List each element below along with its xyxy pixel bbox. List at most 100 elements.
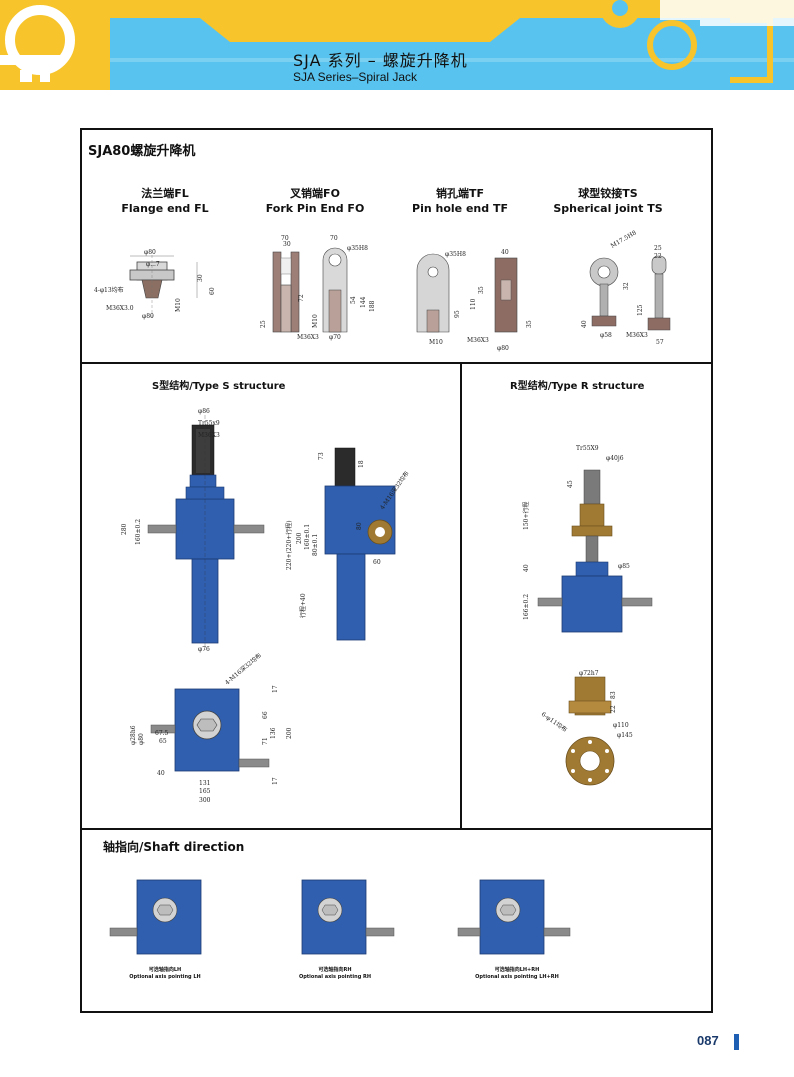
svg-text:φ28h6: φ28h6 (130, 725, 137, 745)
svg-text:22: 22 (654, 253, 662, 260)
svg-text:40: 40 (501, 249, 509, 256)
type-s-title: S型结构/Type S structure (152, 381, 286, 392)
svg-text:30: 30 (283, 241, 291, 248)
page-title-en: SJA Series–Spiral Jack (293, 70, 418, 84)
svg-text:17: 17 (272, 685, 279, 693)
svg-text:165: 165 (199, 788, 211, 795)
svg-text:φ80: φ80 (144, 249, 156, 256)
svg-text:131: 131 (199, 780, 210, 787)
shaft-lhrh-drawing (457, 879, 571, 955)
svg-text:150+行程: 150+行程 (522, 502, 530, 530)
svg-text:φ58: φ58 (600, 332, 612, 339)
svg-text:25: 25 (654, 245, 662, 252)
svg-text:φ40j6: φ40j6 (606, 455, 624, 462)
svg-text:80: 80 (356, 522, 363, 530)
svg-text:72: 72 (298, 294, 305, 302)
svg-text:67.5: 67.5 (155, 730, 169, 737)
svg-text:M36X3: M36X3 (297, 334, 319, 341)
svg-text:71: 71 (262, 737, 269, 745)
svg-text:54: 54 (350, 296, 357, 304)
svg-text:φ35H8: φ35H8 (445, 251, 466, 258)
svg-text:200: 200 (286, 727, 293, 739)
header-banner: SJA 系列 – 螺旋升降机 SJA Series–Spiral Jack (0, 0, 794, 100)
svg-text:110: 110 (470, 298, 477, 310)
svg-text:M10: M10 (175, 298, 182, 312)
svg-text:行程+40: 行程+40 (299, 593, 307, 618)
svg-text:30: 30 (197, 274, 204, 282)
svg-text:M36X3: M36X3 (198, 432, 220, 439)
svg-text:35: 35 (526, 320, 533, 328)
pin-hole-end-drawing: φ35H8 40 35 110 95 M10 M36X3 φ80 35 (416, 249, 533, 352)
shaft-lh-drawing (109, 879, 202, 955)
divider (80, 362, 713, 364)
svg-text:160±0.2: 160±0.2 (135, 519, 142, 545)
type-s-side-view: 73 18 4-M16深32均布 220+(220+行程) 200 160±0.… (285, 447, 411, 641)
svg-text:φ80: φ80 (497, 345, 509, 352)
flange-end-drawing: φ80 φ...7 4-φ13均布 M36X3.0 φ80 M10 30 60 (94, 249, 216, 320)
svg-text:φ145: φ145 (617, 732, 633, 739)
svg-text:M10: M10 (429, 339, 443, 346)
shaft-direction-title: 轴指向/Shaft direction (103, 840, 245, 854)
svg-text:φ...7: φ...7 (146, 261, 160, 268)
svg-text:66: 66 (262, 711, 269, 719)
svg-text:160±0.1: 160±0.1 (304, 524, 311, 550)
svg-text:17: 17 (272, 777, 279, 785)
svg-text:70: 70 (330, 235, 338, 242)
svg-text:300: 300 (199, 797, 211, 804)
svg-text:φ85: φ85 (618, 563, 630, 570)
svg-text:22: 22 (610, 705, 617, 713)
svg-text:4-M16深32均布: 4-M16深32均布 (223, 651, 263, 686)
svg-text:95: 95 (454, 310, 461, 318)
svg-text:φ80: φ80 (138, 733, 145, 745)
banner-graphic (0, 0, 794, 100)
svg-text:32: 32 (623, 282, 630, 290)
svg-text:83: 83 (610, 691, 617, 699)
svg-text:60: 60 (373, 559, 381, 566)
svg-text:80±0.1: 80±0.1 (312, 534, 319, 556)
svg-text:144: 144 (360, 296, 367, 308)
svg-text:188: 188 (369, 300, 376, 312)
svg-text:280: 280 (121, 523, 128, 535)
svg-text:φ76: φ76 (198, 646, 210, 653)
svg-text:Tr55X9: Tr55X9 (576, 445, 599, 452)
spherical-joint-drawing: M17.5H8 25 22 32 125 φ58 M36X3 57 40 (581, 229, 671, 346)
page-title-zh: SJA 系列 – 螺旋升降机 (293, 51, 468, 70)
svg-text:M10: M10 (312, 314, 319, 328)
model-title: SJA80螺旋升降机 (88, 144, 196, 159)
svg-text:6-φ11均布: 6-φ11均布 (540, 710, 569, 734)
svg-text:4-φ13均布: 4-φ13均布 (94, 286, 124, 294)
svg-text:40: 40 (157, 770, 165, 777)
shaft-rh-drawing (301, 879, 395, 955)
svg-text:70: 70 (281, 235, 289, 242)
svg-text:45: 45 (567, 480, 574, 488)
divider (460, 362, 462, 829)
svg-text:25: 25 (260, 320, 267, 328)
svg-text:φ86: φ86 (198, 408, 210, 415)
svg-text:M36X3: M36X3 (467, 337, 489, 344)
svg-text:M36X3.0: M36X3.0 (106, 305, 134, 312)
svg-text:φ110: φ110 (613, 722, 629, 729)
type-s-front-view: φ86 Tr55x9 M36X3 280 160±0.2 φ76 (121, 408, 265, 653)
svg-text:136: 136 (270, 727, 277, 739)
svg-text:40: 40 (523, 564, 530, 572)
type-s-top-view: 4-M16深32均布 17 66 71 136 200 φ28h6 φ80 67… (130, 651, 293, 804)
page-number-bar (734, 1034, 739, 1050)
svg-text:166±0.2: 166±0.2 (523, 594, 530, 620)
svg-text:φ35H8: φ35H8 (347, 245, 368, 252)
type-r-nut-detail: φ72h7 83 22 6-φ11均布 φ110 φ145 (540, 670, 633, 786)
svg-text:220+(220+行程): 220+(220+行程) (285, 520, 293, 570)
svg-text:M36X3: M36X3 (626, 332, 648, 339)
fork-pin-end-drawing: 70 30 70 φ35H8 72 54 144 188 M10 25 M36X… (260, 235, 376, 341)
svg-text:φ80: φ80 (142, 313, 154, 320)
page-number: 087 (697, 1033, 719, 1048)
svg-text:57: 57 (656, 339, 664, 346)
svg-text:18: 18 (358, 460, 365, 468)
svg-text:35: 35 (478, 286, 485, 294)
catalog-frame (80, 128, 713, 1013)
svg-text:65: 65 (159, 738, 167, 745)
